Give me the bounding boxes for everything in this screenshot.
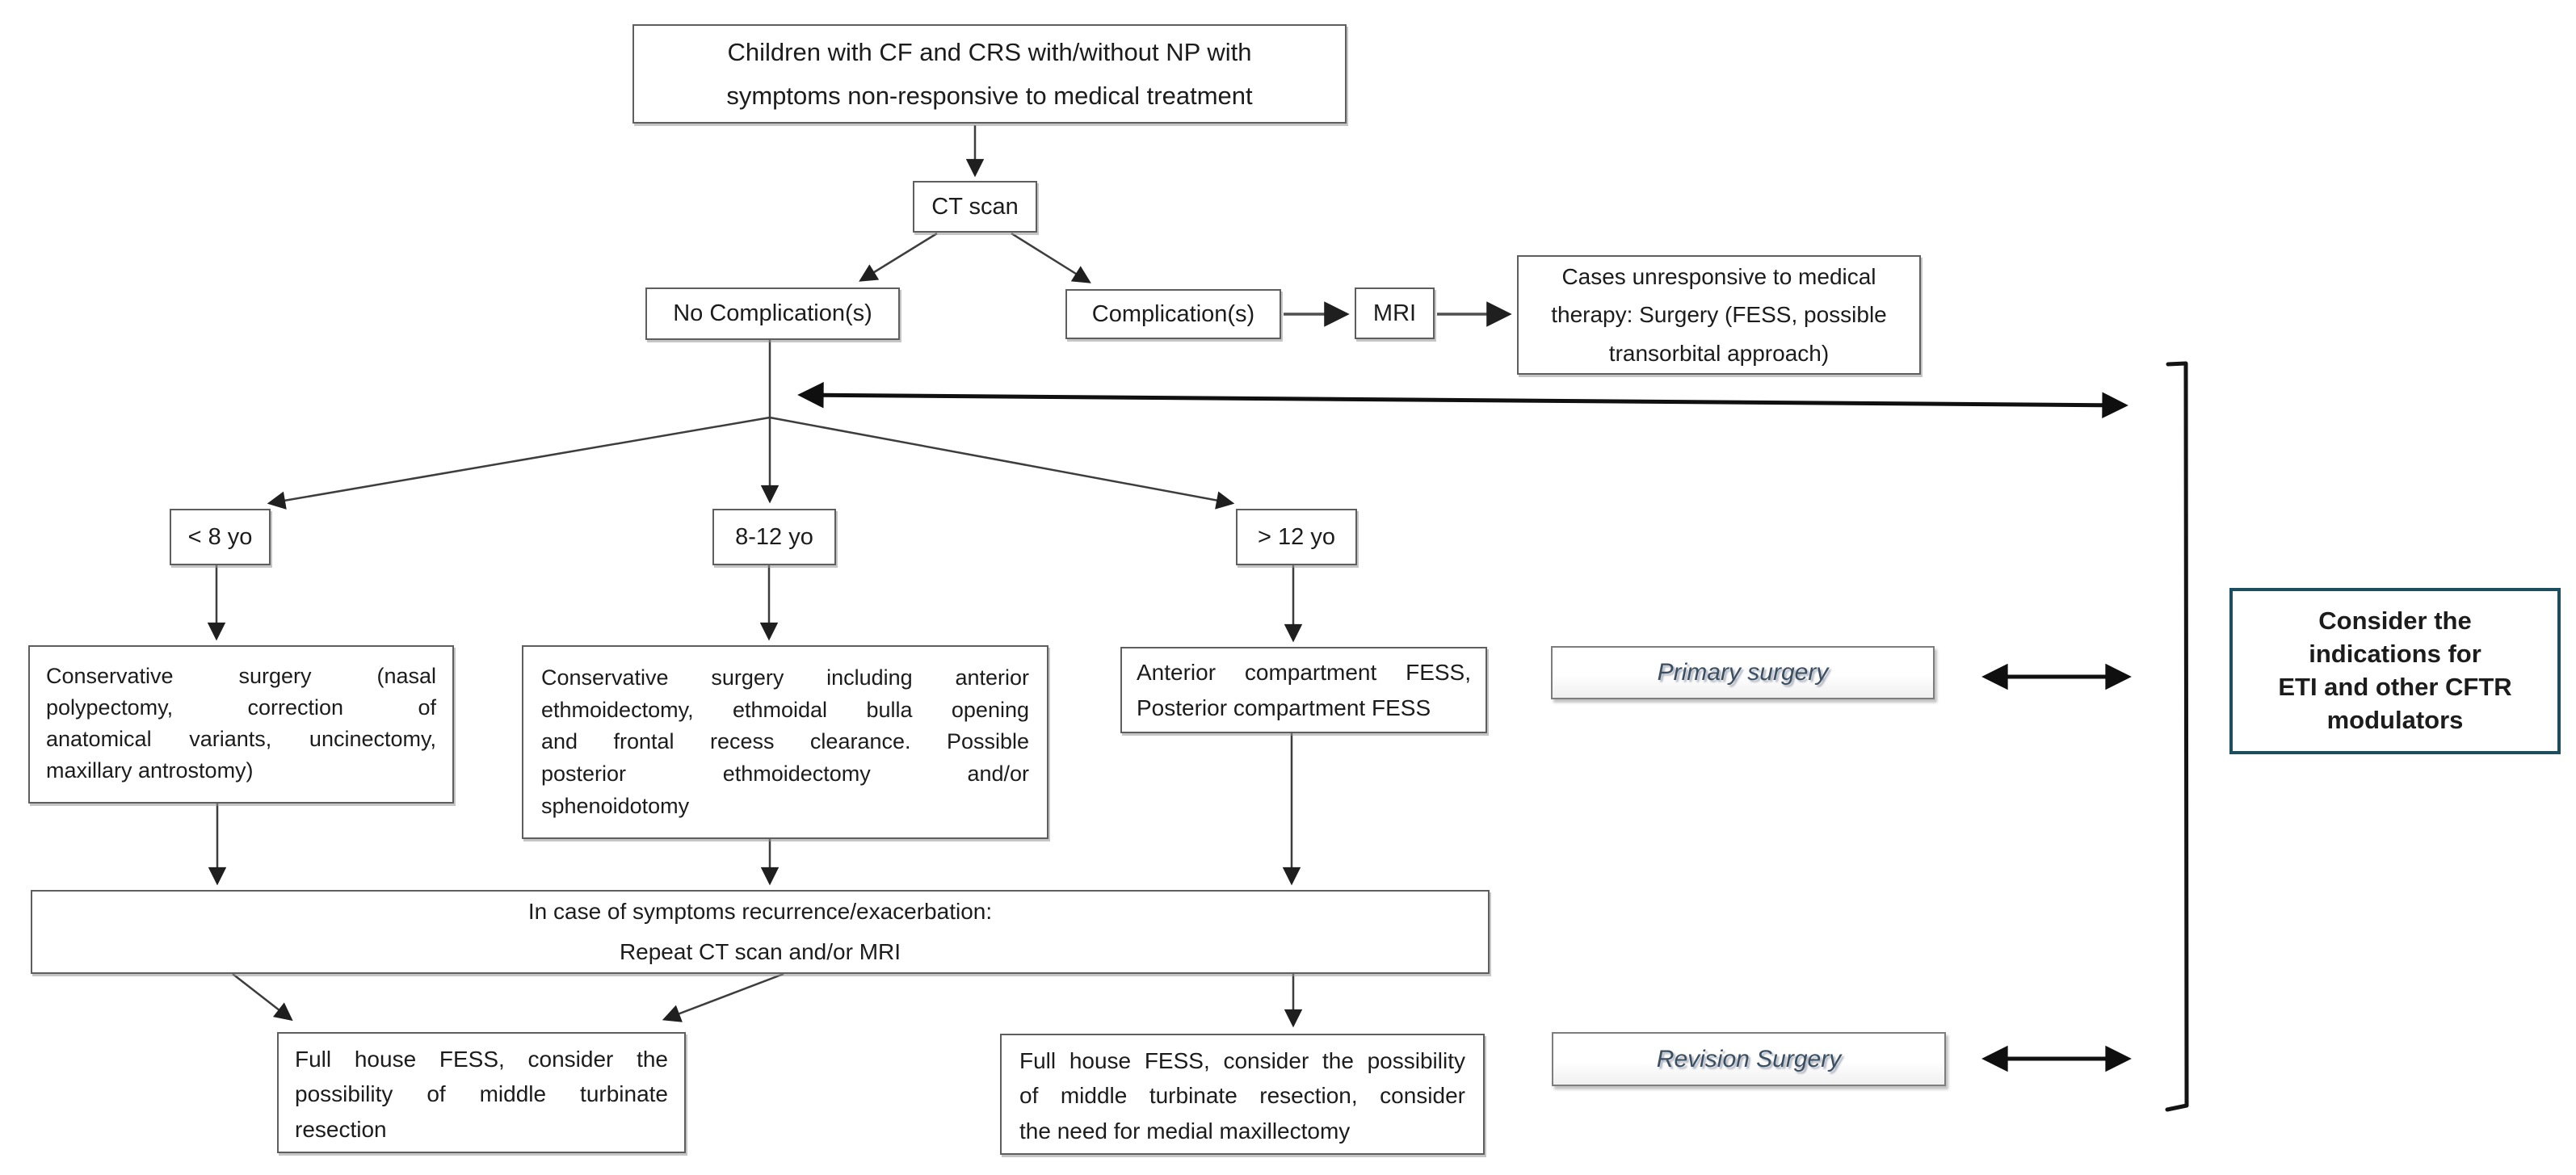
arrow-recurrence-to-fullhouse-left-b (662, 972, 784, 1022)
node-no-complications: No Complication(s) (645, 287, 900, 340)
node-age-under-8: < 8 yo (170, 509, 271, 565)
arrow-ct-to-nocomplications (859, 232, 938, 282)
node-mri: MRI (1355, 287, 1435, 339)
label-primary-surgery: Primary surgery (1551, 646, 1935, 699)
node-full-house-fess-right: Full house FESS, consider the possibilit… (1000, 1034, 1485, 1155)
bracket-right (2165, 361, 2189, 1112)
arrow-recurrence-to-fullhouse-left-a (232, 973, 293, 1022)
node-recurrence-repeat-imaging: In case of symptoms recurrence/exacerbat… (31, 890, 1490, 974)
node-age-over-12: > 12 yo (1236, 509, 1357, 565)
arrow-double-top-bracket (797, 381, 2128, 419)
node-fess-over-12: Anterior compartment FESS,Posterior comp… (1120, 647, 1487, 733)
node-age-8-to-12: 8-12 yo (712, 509, 836, 565)
arrow-branch-to-over12 (769, 416, 1235, 510)
node-complications: Complication(s) (1065, 289, 1281, 339)
node-ct-scan: CT scan (913, 181, 1037, 233)
arrow-branch-to-under8 (267, 416, 771, 510)
arrow-ct-to-complications (1011, 232, 1091, 283)
node-unresponsive-surgery: Cases unresponsive to medical therapy: S… (1517, 255, 1921, 375)
node-start: Children with CF and CRS with/without NP… (632, 24, 1347, 124)
label-revision-surgery: Revision Surgery (1552, 1032, 1946, 1086)
node-eti-cftr-modulators: Consider the indications for ETI and oth… (2229, 588, 2561, 754)
